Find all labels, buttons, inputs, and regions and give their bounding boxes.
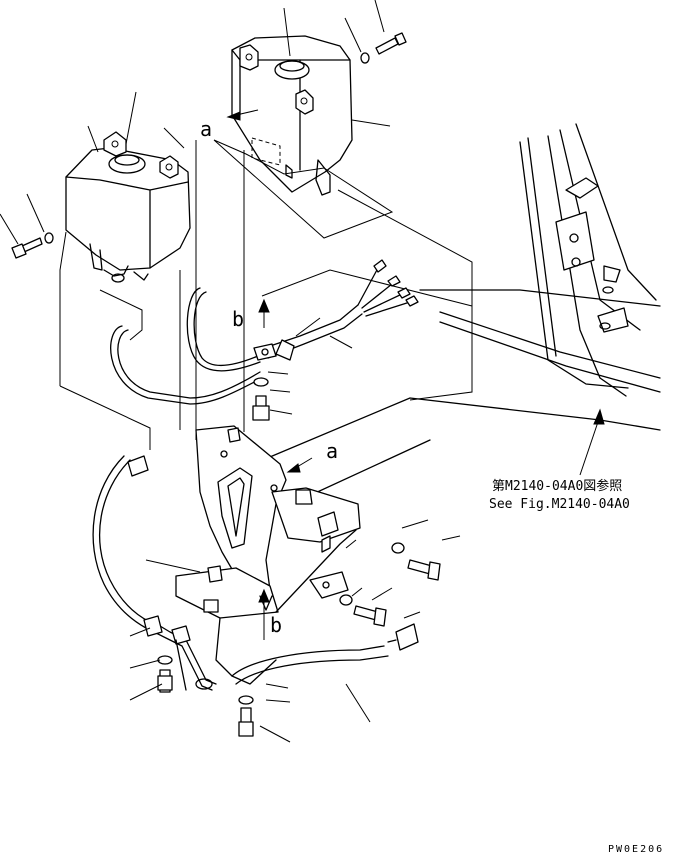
- reference-jp: 第M2140-04A0図参照: [492, 478, 622, 494]
- clamp-bolts-center: [252, 343, 293, 421]
- view-label-b-top: b: [232, 307, 244, 331]
- leader-lines: [87, 7, 391, 153]
- washer-tank-right: [231, 35, 353, 196]
- bolt-left: [0, 193, 54, 259]
- bolt-top-right: [344, 0, 407, 64]
- washer-hoses: [110, 259, 419, 405]
- drawing-code: PW0E206: [608, 844, 664, 855]
- washer-tank-left: [65, 131, 191, 283]
- reference-en: See Fig.M2140-04A0: [489, 497, 630, 512]
- view-label-a-bracket: a: [326, 439, 338, 463]
- reference-arrow: [579, 408, 605, 476]
- view-label-a-top: a: [200, 117, 212, 141]
- bolts-lower: [157, 542, 441, 737]
- projection-lines: [59, 139, 473, 450]
- leader-lines-lower: [129, 519, 461, 743]
- cab-frame-right: [257, 123, 661, 501]
- view-arrows: [226, 109, 313, 640]
- hose-lower: [92, 455, 419, 691]
- view-label-b-bottom: b: [270, 613, 282, 637]
- mounting-bracket: [175, 425, 361, 685]
